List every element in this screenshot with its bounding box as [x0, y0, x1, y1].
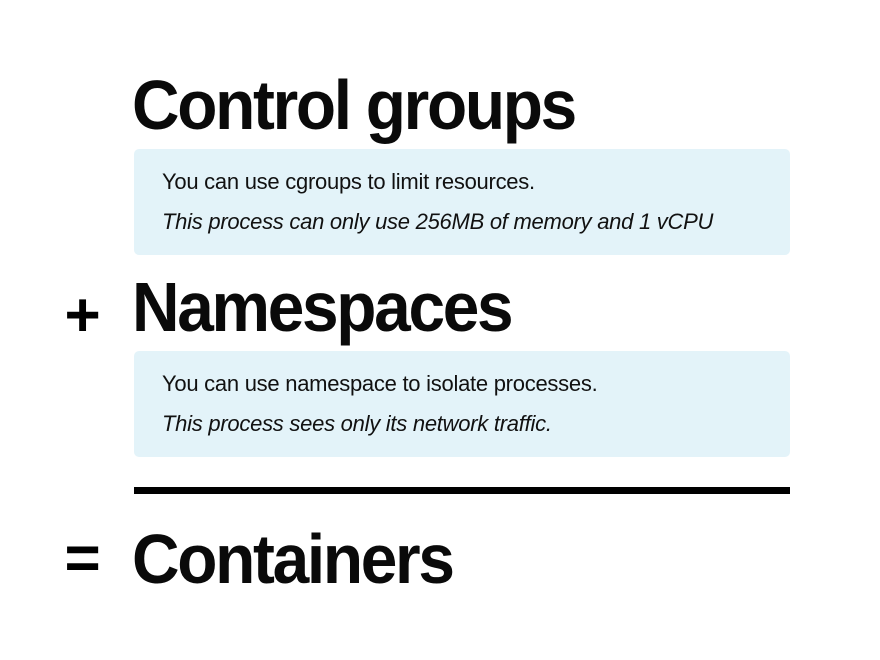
heading-namespaces: Namespaces: [132, 268, 514, 346]
note-box-namespaces: You can use namespace to isolate process…: [134, 351, 790, 457]
note-statement-control-groups: You can use cgroups to limit resources.: [162, 169, 535, 194]
note-statement-namespaces: You can use namespace to isolate process…: [162, 371, 598, 396]
note-example-control-groups: This process can only use 256MB of memor…: [162, 209, 714, 234]
sum-divider-rule: [134, 487, 790, 494]
plus-operator-icon: +: [64, 281, 101, 350]
note-box-control-groups: You can use cgroups to limit resources. …: [134, 149, 790, 255]
heading-control-groups: Control groups: [132, 66, 577, 144]
equals-operator-icon: =: [64, 524, 101, 593]
note-example-namespaces: This process sees only its network traff…: [162, 411, 552, 436]
heading-containers: Containers: [132, 520, 455, 598]
